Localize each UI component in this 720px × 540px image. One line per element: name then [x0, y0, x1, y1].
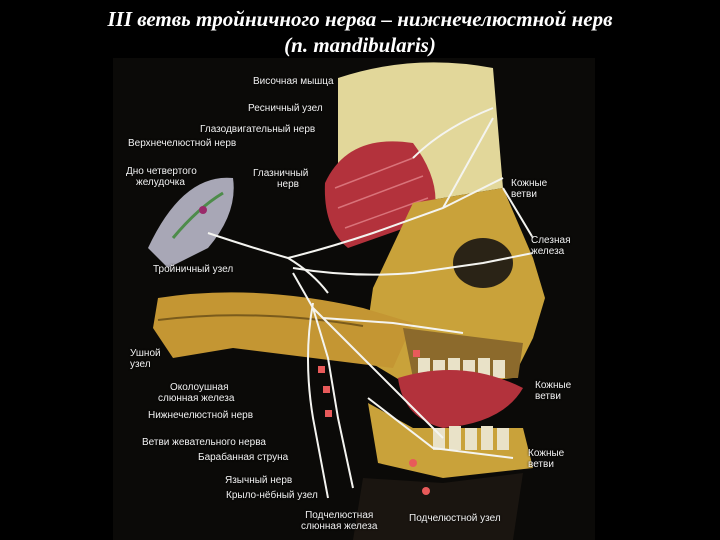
label-skin-branches-low: Кожные ветви [528, 448, 564, 470]
label-submandibular-gland-line-1: Подчелюстная [301, 510, 377, 521]
label-ciliary-ganglion: Ресничный узел [248, 103, 323, 114]
label-otic-ganglion-line-1: Ушной [130, 348, 161, 359]
label-lingual-nerve: Язычный нерв [225, 475, 292, 486]
label-otic-ganglion: Ушной узел [130, 348, 161, 370]
label-mandibular-nerve: Нижнечелюстной нерв [148, 410, 253, 421]
label-skin-branches-mid-line-1: Кожные [535, 380, 571, 391]
label-maxillary-nerve: Верхнечелюстной нерв [128, 138, 236, 149]
label-skin-branches-mid: Кожные ветви [535, 380, 571, 402]
label-fourth-ventricle-floor-line-2: желудочка [126, 177, 197, 188]
label-parotid-gland: Околоушная слюнная железа [158, 382, 234, 404]
label-trigeminal-ganglion: Тройничный узел [153, 264, 233, 275]
label-submandibular-ganglion: Подчелюстной узел [409, 513, 501, 524]
label-chorda-tympani: Барабанная струна [198, 452, 288, 463]
label-parotid-gland-line-2: слюнная железа [158, 393, 234, 404]
lower-teeth-shape [433, 426, 509, 450]
label-oculomotor-nerve: Глазодвигательный нерв [200, 124, 315, 135]
slide-title-line-2: (n. mandibularis) [0, 32, 720, 58]
label-skin-branches-low-line-1: Кожные [528, 448, 564, 459]
label-pterygopalatine-ganglion: Крыло-нёбный узел [226, 490, 318, 501]
label-masticatory-branches: Ветви жевательного нерва [142, 437, 266, 448]
label-orbital-nerve-line-1: Глазничный [253, 168, 308, 179]
label-skin-branches-low-line-2: ветви [528, 459, 564, 470]
label-lacrimal-gland-line-1: Слезная [531, 235, 570, 246]
label-submandibular-gland-line-2: слюнная железа [301, 521, 377, 532]
label-skin-branches-upper-line-1: Кожные [511, 178, 547, 189]
label-parotid-gland-line-1: Околоушная [158, 382, 234, 393]
label-lacrimal-gland: Слезная железа [531, 235, 570, 257]
label-submandibular-gland: Подчелюстная слюнная железа [301, 510, 377, 532]
slide-title: III ветвь тройничного нерва – нижнечелюс… [0, 6, 720, 58]
label-skin-branches-upper: Кожные ветви [511, 178, 547, 200]
label-temporalis: Височная мышца [253, 76, 334, 87]
label-fourth-ventricle-floor-line-1: Дно четвертого [126, 166, 197, 177]
label-fourth-ventricle-floor: Дно четвертого желудочка [126, 166, 197, 188]
label-orbital-nerve: Глазничный нерв [253, 168, 308, 190]
slide-title-line-1: III ветвь тройничного нерва – нижнечелюс… [0, 6, 720, 32]
label-lacrimal-gland-line-2: железа [531, 246, 570, 257]
anatomy-illustration: Височная мышца Ресничный узел Глазодвига… [113, 58, 595, 540]
label-skin-branches-mid-line-2: ветви [535, 391, 571, 402]
label-otic-ganglion-line-2: узел [130, 359, 161, 370]
label-orbital-nerve-line-2: нерв [253, 179, 308, 190]
head-section-drawing [113, 58, 595, 540]
label-skin-branches-upper-line-2: ветви [511, 189, 547, 200]
